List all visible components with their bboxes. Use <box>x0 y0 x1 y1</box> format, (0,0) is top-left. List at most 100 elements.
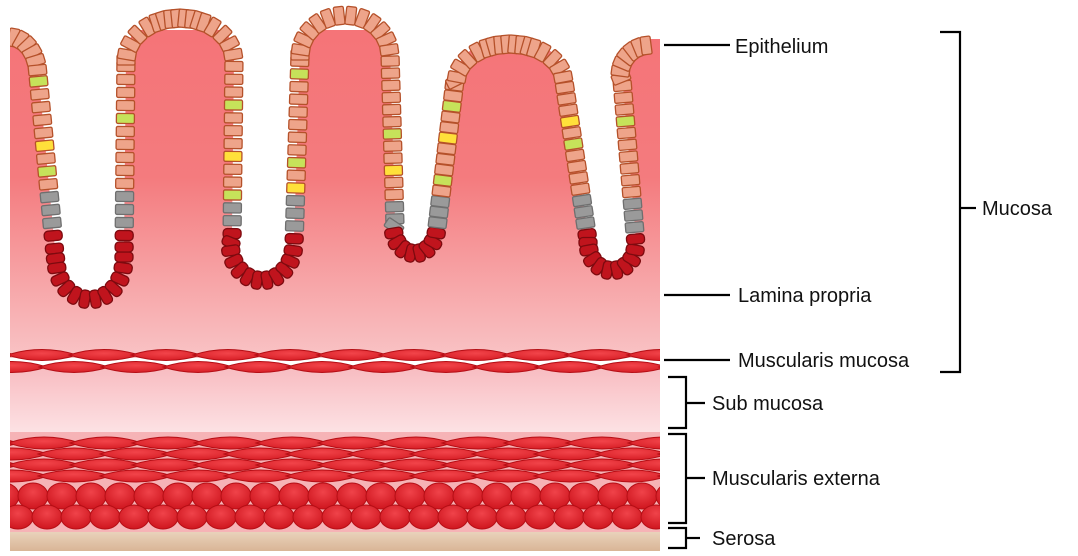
epithelial-cell <box>117 87 135 97</box>
epithelial-cell <box>622 186 641 197</box>
epithelial-cell <box>287 183 305 194</box>
epithelial-cell <box>618 139 637 150</box>
longitudinal-muscle-layer <box>0 437 730 482</box>
epithelial-cell <box>116 126 134 136</box>
muscle-cell <box>322 505 352 529</box>
epithelial-cell <box>30 88 49 100</box>
epithelial-cell <box>35 140 54 152</box>
sub-mucosa-bracket <box>668 377 686 428</box>
epithelial-cell <box>381 68 399 79</box>
epithelial-cell <box>39 178 58 190</box>
epithelial-cell <box>572 194 591 207</box>
epithelial-cell <box>567 160 586 173</box>
epithelial-cell <box>432 185 451 197</box>
epithelial-cell <box>555 81 574 94</box>
epithelial-cell <box>224 177 242 187</box>
epithelial-cell <box>574 206 593 219</box>
epithelial-cell <box>225 87 243 97</box>
epithelial-cell <box>385 177 403 188</box>
epithelial-cell <box>286 208 304 219</box>
muscle-cell <box>612 505 642 529</box>
epithelial-cell <box>559 104 578 117</box>
epithelial-cell <box>33 114 52 126</box>
epithelial-cell <box>32 101 51 113</box>
epithelial-cell <box>383 129 401 140</box>
epithelial-cell <box>441 111 460 123</box>
muscle-cell <box>659 362 729 373</box>
epithelial-cell <box>384 165 402 176</box>
epithelial-cell <box>116 152 134 162</box>
muscle-cell <box>3 505 33 529</box>
muscle-cell <box>641 505 671 529</box>
epithelial-cell <box>384 141 402 152</box>
epithelial-cell <box>223 190 241 200</box>
epithelial-cell <box>40 191 59 203</box>
serosa-region <box>10 532 660 551</box>
epithelial-cell <box>285 221 303 232</box>
muscle-cell <box>496 505 526 529</box>
epithelial-cell <box>289 119 307 130</box>
epithelial-cell <box>223 48 242 61</box>
lamina-propria-label: Lamina propria <box>738 285 872 307</box>
epithelial-cell <box>116 191 134 201</box>
epithelial-cell <box>626 233 645 244</box>
epithelial-cell <box>557 93 576 106</box>
muscle-cell <box>264 505 294 529</box>
epithelial-cell <box>290 69 308 80</box>
muscle-cell <box>467 505 497 529</box>
epithelial-cell <box>623 198 642 209</box>
muscle-cell <box>119 505 149 529</box>
epithelial-cell <box>562 127 581 140</box>
epithelial-cell <box>287 157 305 168</box>
epithelial-cell <box>571 183 590 196</box>
epithelial-cell <box>288 132 306 143</box>
epithelial-cell <box>285 233 303 244</box>
epithelial-cell <box>288 145 306 156</box>
epithelial-cell <box>224 100 242 110</box>
muscle-cell <box>293 505 323 529</box>
muscle-cell <box>177 505 207 529</box>
epithelial-cell <box>115 204 133 214</box>
epithelial-cell <box>615 104 634 115</box>
epithelial-cell <box>385 189 403 200</box>
muscle-cell <box>554 505 584 529</box>
layer-labels: Epithelium Lamina propria Muscularis muc… <box>712 36 1053 550</box>
epithelial-cell <box>224 139 242 149</box>
epithelial-cell <box>444 90 463 102</box>
muscularis-externa-bracket <box>668 434 686 523</box>
submucosa-region <box>10 368 660 438</box>
mucosa-label: Mucosa <box>982 198 1053 220</box>
muscularis-externa-label: Muscularis externa <box>712 468 881 490</box>
epithelial-cell <box>333 6 345 25</box>
epithelial-cell <box>114 262 133 274</box>
epithelial-cell <box>382 104 400 115</box>
epithelial-cell <box>115 230 133 240</box>
epithelial-cell <box>34 127 53 139</box>
epithelial-cell <box>640 36 652 55</box>
epithelial-cell <box>116 113 134 123</box>
epithelial-cell <box>428 217 447 229</box>
epithelial-cell <box>381 56 399 67</box>
epithelial-cell <box>225 74 243 84</box>
epithelial-cell <box>620 163 639 174</box>
epithelial-cell <box>440 122 459 134</box>
epithelial-cell <box>29 76 48 88</box>
epithelial-cell <box>117 74 135 84</box>
epithelial-cell <box>287 170 305 181</box>
epithelial-cell <box>576 217 595 230</box>
epithelial-cell <box>116 100 134 110</box>
epithelial-cell <box>560 115 579 128</box>
muscle-cell <box>525 505 555 529</box>
epithelial-cell <box>115 252 133 262</box>
muscle-cell <box>148 505 178 529</box>
epithelium-label: Epithelium <box>735 36 828 58</box>
epithelial-cell <box>621 174 640 185</box>
muscle-cell <box>206 505 236 529</box>
epithelial-cell <box>223 203 241 213</box>
epithelial-cell <box>614 92 633 103</box>
epithelial-cell <box>436 153 455 165</box>
mucosa-bracket <box>940 32 960 372</box>
epithelial-cell <box>625 222 644 233</box>
muscle-cell <box>61 505 91 529</box>
